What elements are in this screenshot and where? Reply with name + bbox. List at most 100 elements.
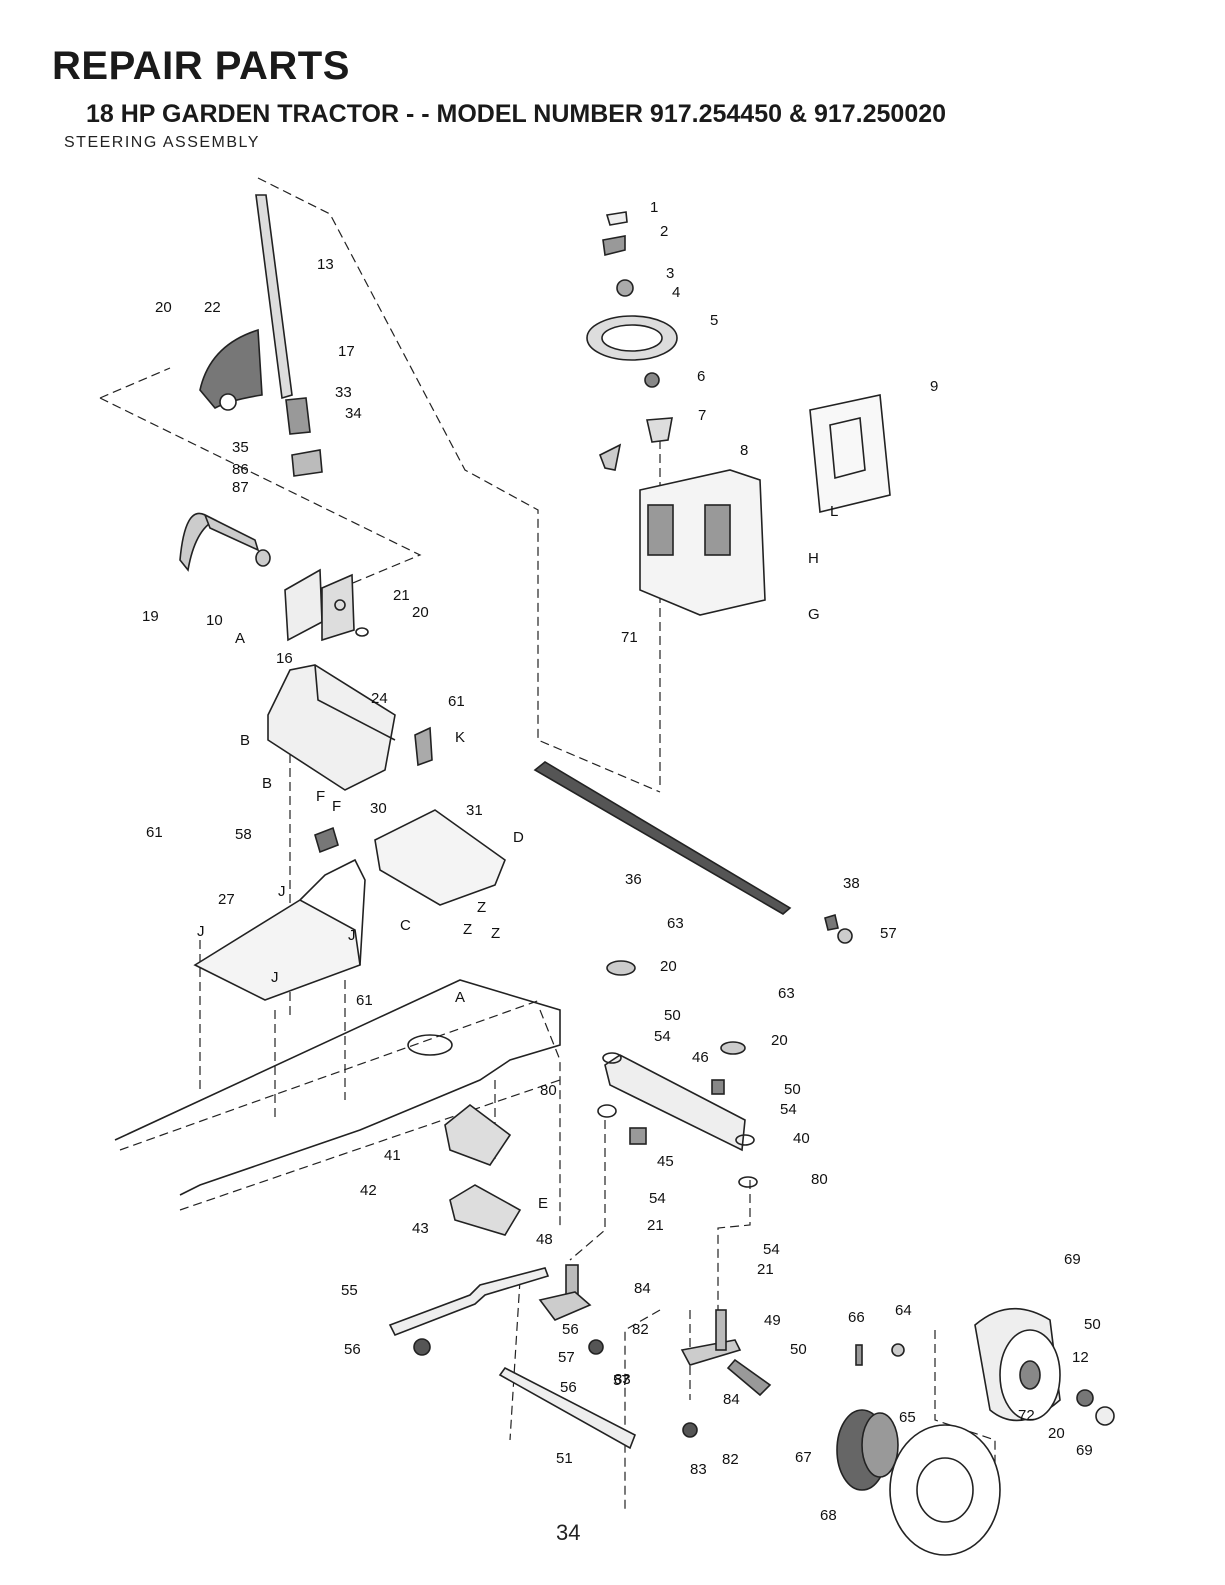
section-heading: STEERING ASSEMBLY — [64, 134, 260, 151]
page-number: 34 — [556, 1520, 581, 1545]
callout-label: 46 — [692, 1049, 709, 1066]
callout-label: 42 — [360, 1182, 377, 1199]
callout-label: 50 — [664, 1007, 681, 1024]
callout-label: 40 — [793, 1130, 810, 1147]
callout-label: 41 — [384, 1147, 401, 1164]
callout-label: 69 — [1064, 1251, 1081, 1268]
callout-label: 82 — [632, 1321, 649, 1338]
callout-label: 61 — [448, 693, 465, 710]
callout-label: 80 — [811, 1171, 828, 1188]
callout-label: 87 — [232, 479, 249, 496]
callout-label: J — [278, 883, 286, 900]
callout-label: G — [808, 606, 820, 623]
callout-label: E — [538, 1195, 548, 1212]
callout-label: 86 — [232, 461, 249, 478]
diagram-artwork — [99, 177, 1115, 1556]
callout-label: Z — [463, 921, 472, 938]
callout-label: 84 — [634, 1280, 651, 1297]
callout-label: 35 — [232, 439, 249, 456]
callout-label: 50 — [1084, 1316, 1101, 1333]
callout-label: 54 — [654, 1028, 671, 1045]
callout-label: 58 — [235, 826, 252, 843]
callout-label: 36 — [625, 871, 642, 888]
callout-label: 54 — [763, 1241, 780, 1258]
callout-label: 2 — [660, 223, 668, 240]
callout-label: 54 — [780, 1101, 797, 1118]
callout-label: 82 — [722, 1451, 739, 1468]
callout-label: H — [808, 550, 819, 567]
callout-label: 51 — [556, 1450, 573, 1467]
callout-label: 69 — [1076, 1442, 1093, 1459]
callout-label: J — [271, 969, 279, 986]
callout-label: 83 — [690, 1461, 707, 1478]
callout-label: 20 — [771, 1032, 788, 1049]
callout-label: J — [348, 927, 356, 944]
callout-label: 83 — [614, 1371, 631, 1388]
callout-label: 21 — [757, 1261, 774, 1278]
callout-label: 10 — [206, 612, 223, 629]
callout-label: 6 — [697, 368, 705, 385]
callout-label: 63 — [778, 985, 795, 1002]
callout-label: 65 — [899, 1409, 916, 1426]
callout-label: B — [240, 732, 250, 749]
callout-label: 30 — [370, 800, 387, 817]
callout-label: 4 — [672, 284, 680, 301]
callout-label: 71 — [621, 629, 638, 646]
callout-label: 24 — [371, 690, 388, 707]
callout-label: 19 — [142, 608, 159, 625]
callout-label: 5 — [710, 312, 718, 329]
callout-label: Z — [477, 899, 486, 916]
callout-label: A — [235, 630, 245, 647]
callout-label: J — [197, 923, 205, 940]
callout-label: 31 — [466, 802, 483, 819]
page-subtitle: 18 HP GARDEN TRACTOR - - MODEL NUMBER 91… — [86, 100, 947, 128]
callout-label: 57 — [613, 1372, 630, 1389]
callout-label: 38 — [843, 875, 860, 892]
callout-label: 20 — [155, 299, 172, 316]
callout-label: 61 — [356, 992, 373, 1009]
callout-label: K — [455, 729, 465, 746]
callout-label: B — [262, 775, 272, 792]
callout-label: 8 — [740, 442, 748, 459]
callout-label: 21 — [393, 587, 410, 604]
callout-label: 22 — [204, 299, 221, 316]
callout-label: 3 — [666, 265, 674, 282]
callout-label: 66 — [848, 1309, 865, 1326]
callout-label: 80 — [540, 1082, 557, 1099]
callout-label: D — [513, 829, 524, 846]
callout-label: 16 — [276, 650, 293, 667]
callout-label: 34 — [345, 405, 362, 422]
callout-label: 63 — [667, 915, 684, 932]
callout-label: 17 — [338, 343, 355, 360]
callout-label: 72 — [1018, 1407, 1035, 1424]
callout-label: 56 — [562, 1321, 579, 1338]
callout-label: 1 — [650, 199, 658, 216]
callout-label: F — [316, 788, 325, 805]
callout-label: A — [455, 989, 465, 1006]
callout-label: 20 — [412, 604, 429, 621]
callout-label: 50 — [784, 1081, 801, 1098]
callout-label: 45 — [657, 1153, 674, 1170]
callout-label: 43 — [412, 1220, 429, 1237]
page-title: REPAIR PARTS — [52, 44, 350, 88]
callout-label: 20 — [1048, 1425, 1065, 1442]
callout-label: 57 — [880, 925, 897, 942]
callout-label: 64 — [895, 1302, 912, 1319]
callout-label: 84 — [723, 1391, 740, 1408]
callout-label: 54 — [649, 1190, 666, 1207]
callout-label: 67 — [795, 1449, 812, 1466]
callout-label: 68 — [820, 1507, 837, 1524]
callout-label: 57 — [558, 1349, 575, 1366]
callout-label: F — [332, 798, 341, 815]
callout-label: 55 — [341, 1282, 358, 1299]
callout-label: C — [400, 917, 411, 934]
callout-label: 56 — [560, 1379, 577, 1396]
callout-label: 33 — [335, 384, 352, 401]
callout-label: 49 — [764, 1312, 781, 1329]
callout-label: 13 — [317, 256, 334, 273]
callout-label: 7 — [698, 407, 706, 424]
callout-label: 56 — [344, 1341, 361, 1358]
callout-label: Z — [491, 925, 500, 942]
callout-label: 48 — [536, 1231, 553, 1248]
